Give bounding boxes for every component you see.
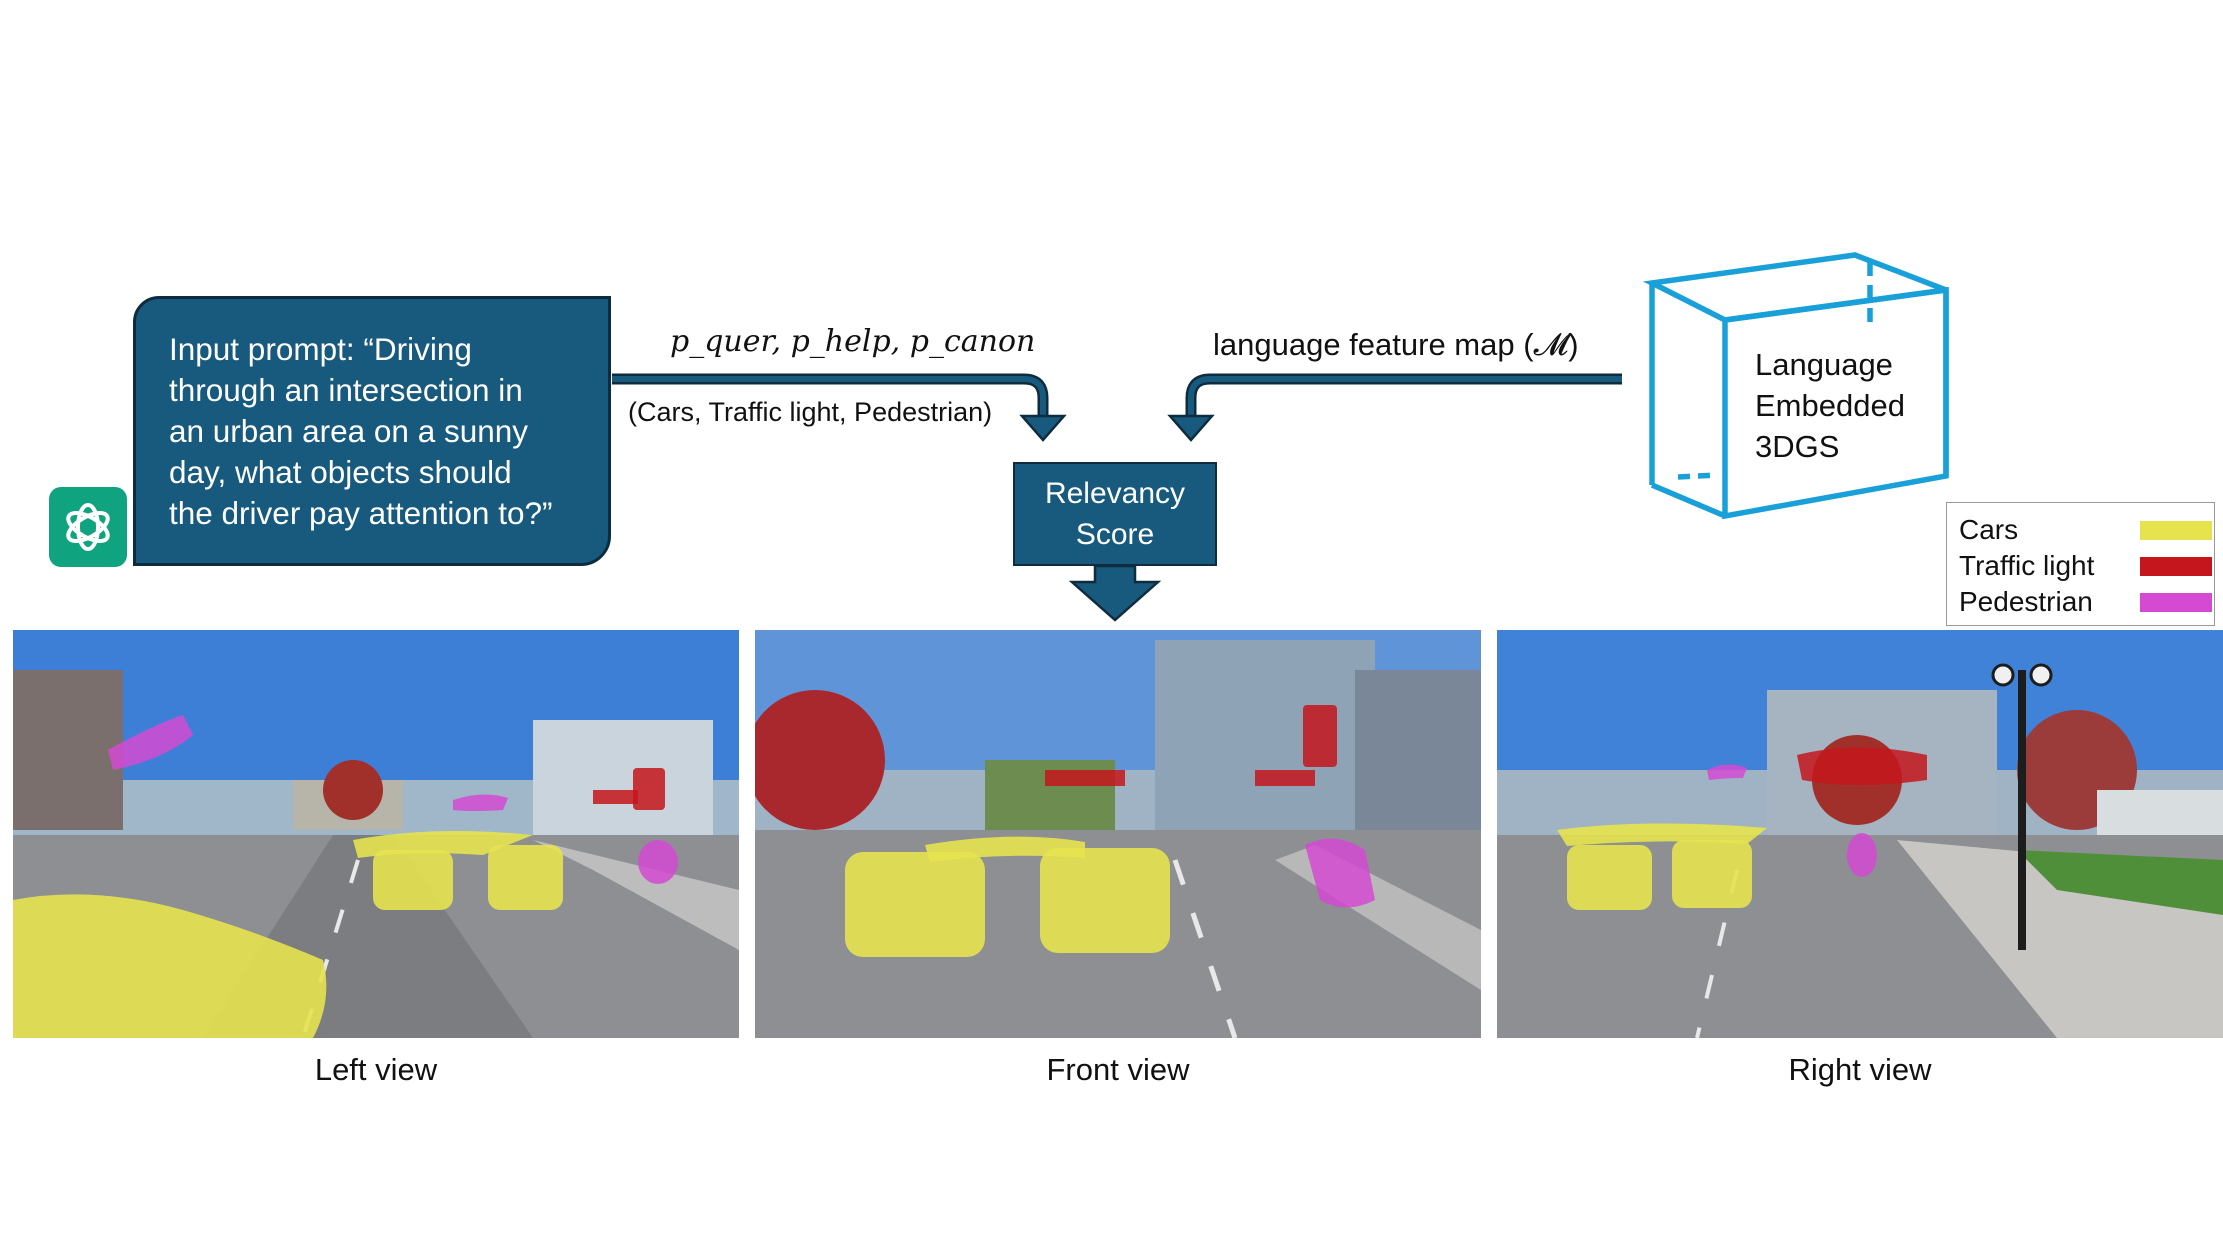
- legend-swatch-pedestrian: [2140, 593, 2212, 612]
- legend-item-traffic-light: Traffic light: [1959, 549, 2212, 583]
- left-view-label: Left view: [314, 1052, 438, 1087]
- front-view-image: [755, 630, 1481, 1038]
- cube-line: Language: [1755, 347, 1893, 382]
- input-prompt-box: Input prompt: “Driving through an inters…: [133, 296, 611, 566]
- left-view-image: [13, 630, 739, 1038]
- categories-label: (Cars, Traffic light, Pedestrian): [628, 397, 993, 427]
- right-view-label: Right view: [1788, 1052, 1932, 1087]
- legend-swatch-cars: [2140, 521, 2212, 540]
- legend-item-pedestrian: Pedestrian: [1959, 585, 2212, 619]
- prompt-line: through an intersection in: [169, 372, 523, 408]
- legend-label: Cars: [1959, 514, 2019, 545]
- relevancy-down-arrow: [1068, 564, 1162, 622]
- legend: Cars Traffic light Pedestrian: [1946, 502, 2215, 626]
- legend-label: Pedestrian: [1959, 586, 2093, 617]
- query-terms-label: p_quer, p_help, p_canon: [670, 324, 1036, 359]
- feature-map-label: language feature map (𝓜): [1213, 327, 1579, 362]
- relevancy-line: Score: [1075, 518, 1155, 551]
- prompt-line: Input prompt: “Driving: [169, 331, 472, 367]
- front-view-label: Front view: [1046, 1052, 1190, 1087]
- legend-label: Traffic light: [1959, 550, 2095, 581]
- featuremap-to-relevancy-arrow: [1185, 373, 1622, 418]
- prompt-line: an urban area on a sunny: [169, 413, 529, 449]
- cube-label: Language Embedded 3DGS: [1755, 344, 1905, 467]
- cube-line: 3DGS: [1755, 429, 1840, 464]
- cube-line: Embedded: [1755, 388, 1905, 423]
- relevancy-line: Relevancy: [1044, 477, 1186, 510]
- relevancy-score-box: Relevancy Score: [1013, 462, 1217, 566]
- legend-item-cars: Cars: [1959, 513, 2212, 547]
- openai-logo-icon: [49, 487, 127, 567]
- legend-swatch-traffic-light: [2140, 557, 2212, 576]
- prompt-line: day, what objects should: [169, 454, 512, 490]
- prompt-line: the driver pay attention to?”: [169, 495, 553, 531]
- right-view-image: [1497, 630, 2223, 1038]
